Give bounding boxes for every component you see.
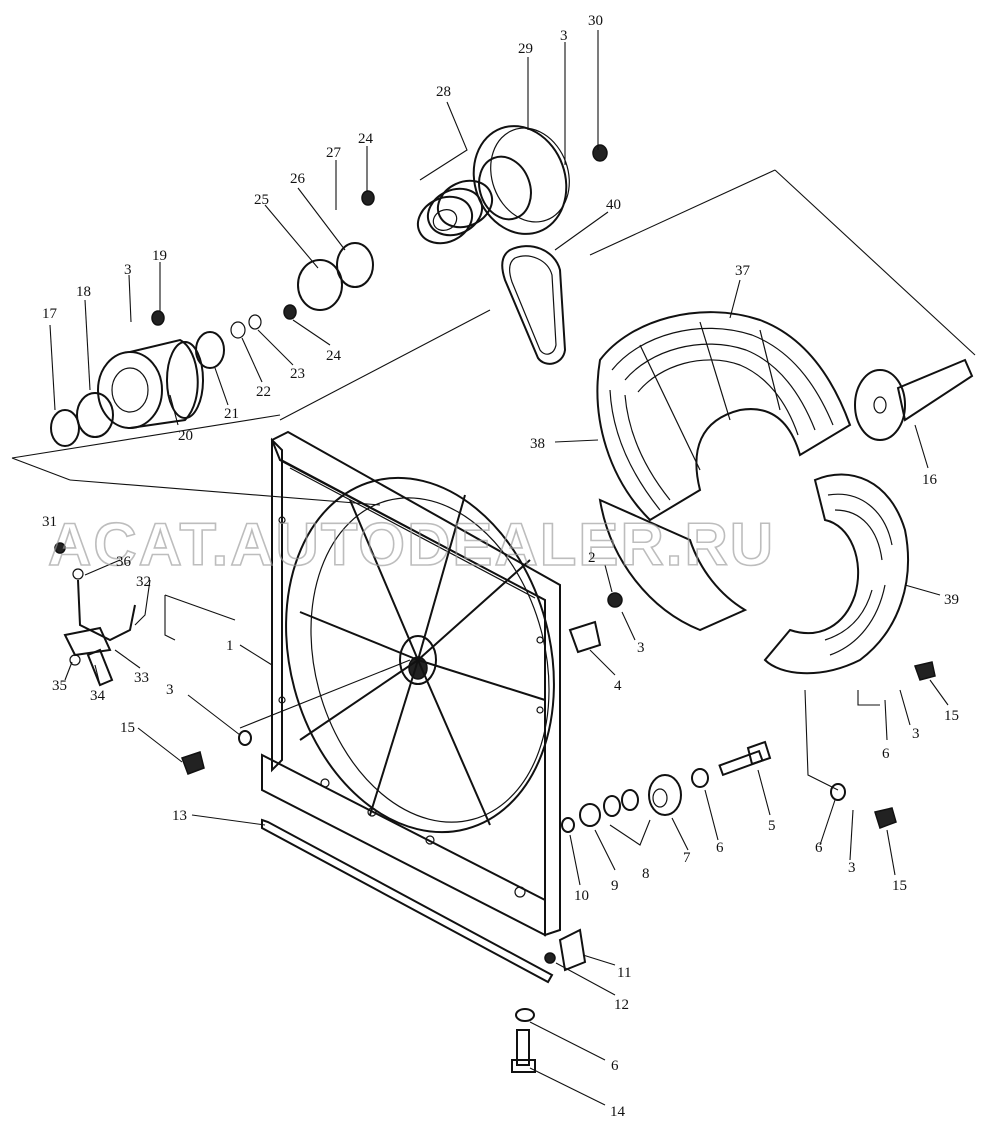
drive-shaft-flange [854, 358, 974, 441]
bolt-2 [607, 592, 623, 608]
callout-17: 17 [42, 306, 58, 322]
callout-7: 7 [683, 850, 691, 866]
callout-8: 8 [642, 866, 650, 882]
callout-labels: 30 3 29 28 24 27 26 25 40 19 3 37 18 17 … [42, 13, 959, 1120]
bearing-18 [76, 392, 114, 438]
bolt-15-top [914, 661, 936, 681]
callout-23: 23 [290, 366, 305, 382]
watermark-text: ACAT.AUTODEALER.RU [48, 511, 775, 578]
callout-21: 21 [224, 406, 239, 422]
callout-15-top: 15 [944, 708, 959, 724]
callout-3-bracket: 3 [637, 640, 645, 656]
spacer-stack [416, 179, 494, 245]
bolt-24-lower [283, 304, 297, 320]
callout-35: 35 [52, 678, 67, 694]
callout-16: 16 [922, 472, 938, 488]
callout-31: 31 [42, 514, 57, 530]
callout-20: 20 [178, 428, 193, 444]
leader-lines [11, 30, 976, 1106]
callout-3-left: 3 [166, 682, 174, 698]
callout-13: 13 [172, 808, 187, 824]
callout-18: 18 [76, 284, 91, 300]
washer-6-bottom [515, 1008, 535, 1022]
crank-pulley [472, 125, 570, 235]
callout-15-bottom: 15 [892, 878, 907, 894]
callout-1: 1 [226, 638, 234, 654]
callout-39: 39 [944, 592, 959, 608]
bolt-24-upper [361, 190, 375, 206]
callout-6-bottom: 6 [611, 1058, 619, 1074]
seal-17 [50, 409, 80, 447]
flange-26 [336, 242, 374, 288]
washer-9 [579, 803, 601, 827]
callout-19: 19 [152, 248, 167, 264]
callout-40: 40 [606, 197, 621, 213]
washer-3-left [238, 730, 252, 746]
callout-12: 12 [614, 997, 629, 1013]
callout-27: 27 [326, 145, 342, 161]
callout-9: 9 [611, 878, 619, 894]
callout-28: 28 [436, 84, 451, 100]
callout-33: 33 [134, 670, 149, 686]
callout-15-left: 15 [120, 720, 135, 736]
callout-38: 38 [530, 436, 545, 452]
callout-3-hub: 3 [124, 262, 132, 278]
callout-3-bottom-right: 3 [848, 860, 856, 876]
callout-32: 32 [136, 574, 151, 590]
washer-6-right [830, 783, 846, 801]
callout-24-upper: 24 [358, 131, 374, 147]
fan-hub [97, 338, 204, 429]
rubber-strip-13 [261, 818, 554, 984]
front-fan-guard [596, 311, 852, 522]
nut-10 [561, 817, 575, 833]
callout-29: 29 [518, 41, 533, 57]
washer-22 [230, 321, 246, 339]
callout-10: 10 [574, 888, 589, 904]
bolt-15-left [181, 751, 205, 775]
callout-6-mid: 6 [716, 840, 724, 856]
callout-5: 5 [768, 818, 776, 834]
bushing-7 [648, 774, 682, 816]
fan-blade-wheel [285, 476, 555, 834]
callout-36: 36 [116, 554, 132, 570]
lower-fan-guard [598, 473, 909, 675]
callout-4: 4 [614, 678, 622, 694]
bolt-14 [511, 1029, 536, 1073]
callout-3-right: 3 [912, 726, 920, 742]
callout-37: 37 [735, 263, 751, 279]
callout-14: 14 [610, 1104, 626, 1120]
bolt-30 [592, 144, 608, 162]
callout-24-lower: 24 [326, 348, 342, 364]
bolt-12 [544, 952, 556, 964]
washer-6 [691, 768, 709, 788]
pipe-assembly [54, 542, 136, 687]
callout-25: 25 [254, 192, 269, 208]
callout-6-right-top: 6 [882, 746, 890, 762]
v-belt [501, 245, 567, 365]
callout-6-right: 6 [815, 840, 823, 856]
callout-22: 22 [256, 384, 271, 400]
callout-2: 2 [588, 550, 596, 566]
callout-3-top: 3 [560, 28, 568, 44]
callout-11: 11 [617, 965, 631, 981]
fan-shroud-frame [261, 430, 561, 937]
bolt-5 [718, 740, 772, 777]
plate-23 [248, 314, 262, 330]
washer-stack-8 [603, 789, 639, 817]
pad-11 [558, 928, 587, 972]
bolt-15-right [874, 807, 897, 829]
bracket-4 [568, 620, 602, 654]
gasket-25 [297, 259, 343, 311]
bolt-19 [151, 310, 165, 326]
callout-34: 34 [90, 688, 106, 704]
callout-26: 26 [290, 171, 306, 187]
callout-30: 30 [588, 13, 603, 29]
bearing-21 [195, 331, 225, 369]
